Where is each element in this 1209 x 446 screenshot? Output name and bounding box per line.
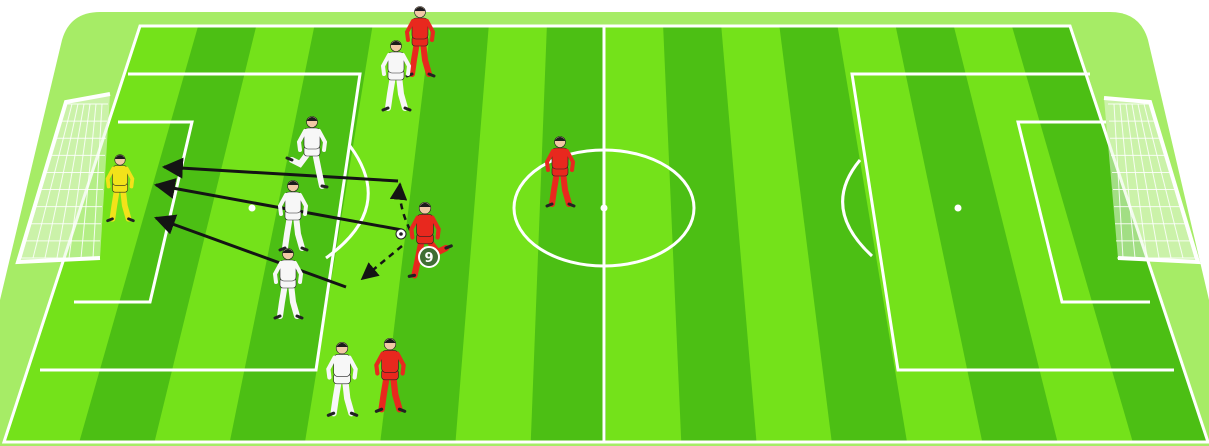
ball (396, 229, 406, 239)
center-spot (601, 205, 608, 212)
player-number-badge: 9 (419, 247, 439, 267)
left-penalty-spot (249, 205, 256, 212)
player-number-text: 9 (424, 251, 433, 266)
right-goal (1104, 98, 1198, 262)
right-penalty-spot (955, 205, 962, 212)
